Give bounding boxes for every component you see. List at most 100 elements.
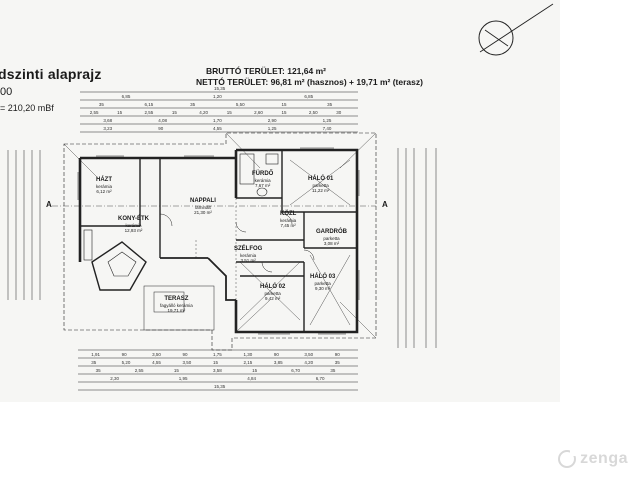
dimension-value: 1,20 [213, 94, 222, 99]
room-label-kozl: KÖZL kerámia 7,45 m² [280, 211, 296, 228]
room-name: FÜRDŐ [252, 171, 274, 177]
dimension-value: 6,15 [144, 102, 154, 107]
dimension-value: 15 [117, 110, 123, 115]
dimension-value: 15 [213, 360, 219, 365]
room-floor: parketta [264, 291, 281, 296]
dimension-value: 90 [158, 126, 164, 131]
dimension-value: 35 [190, 102, 196, 107]
dimension-value: 90 [334, 352, 340, 357]
plan-sheet [0, 0, 560, 402]
room-label-terasz: TERASZ fagyálló kerámia 19,71 m² [160, 296, 193, 313]
room-name: NAPPALI [190, 198, 216, 204]
room-label-hazt: HÁZT kerámia 6,12 m² [96, 177, 112, 194]
room-area: 7,67 m² [255, 183, 271, 188]
room-floor: kerámia [254, 178, 271, 183]
dimension-value: 6,85 [304, 94, 314, 99]
dimension-value: 6,70 [315, 376, 325, 381]
room-name: TERASZ [164, 296, 189, 302]
room-name: HÁLÓ 03 [310, 274, 336, 280]
room-label-halo-01: HÁLÓ 01 parketta 11,22 m² [308, 176, 333, 193]
dimension-value: 3,85 [273, 360, 283, 365]
room-floor: parketta [323, 236, 340, 241]
plan-reference-level: = 210,20 mBf [0, 103, 54, 113]
room-name: GARDRÓB [316, 229, 347, 235]
section-mark-left: A [46, 200, 52, 209]
dimension-value: 4,08 [158, 118, 167, 123]
dimension-value: 3,50 [182, 360, 192, 365]
zenga-watermark: zenga [558, 450, 628, 468]
dimension-value: 7,40 [322, 126, 332, 131]
room-name: HÁLÓ 02 [260, 284, 286, 290]
room-area: 3,08 m² [323, 241, 340, 246]
room-area: 9,30 m² [315, 286, 331, 291]
plan-title: dszinti alaprajz [0, 66, 102, 82]
dimension-value: 3,23 [103, 126, 113, 131]
dimension-value: 2,55 [134, 368, 144, 373]
dimension-value: 3,58 [213, 368, 222, 373]
dimension-value: 1,30 [243, 352, 253, 357]
dimension-value: 3,50 [304, 352, 314, 357]
dimension-value: 15 [173, 368, 179, 373]
room-label-gardrob: GARDRÓB parketta 3,08 m² [316, 229, 347, 246]
dimension-value: 2,15 [243, 360, 253, 365]
north-arrow-icon [478, 3, 554, 56]
dimension-value: 4,84 [247, 376, 257, 381]
dimension-value: 35 [334, 360, 340, 365]
room-label-konyha: KONY-ÉTK kerámia 12,93 m² [118, 216, 149, 233]
dimension-value: 4,20 [199, 110, 209, 115]
room-floor: laminált [195, 205, 211, 210]
dimension-value: 2,50 [308, 110, 318, 115]
dimension-value: 1,95 [178, 376, 188, 381]
dimension-value: 5,50 [235, 102, 245, 107]
room-floor: kerámia [125, 223, 142, 228]
dimension-value: 15 [226, 110, 232, 115]
room-label-halo-02: HÁLÓ 02 parketta 9,42 m² [260, 284, 285, 301]
dimension-value: 90 [182, 352, 188, 357]
dimension-value: 90 [121, 352, 127, 357]
dimension-value: 1,25 [322, 118, 332, 123]
room-name: HÁZT [96, 177, 112, 183]
dimension-value: 1,25 [267, 126, 277, 131]
room-area: 12,93 m² [124, 228, 143, 233]
room-area: 11,22 m² [311, 188, 330, 193]
room-area: 3,51 m² [240, 258, 256, 263]
net-area: NETTÓ TERÜLET: 96,81 m² (hasznos) + 19,7… [196, 77, 423, 87]
dimension-value: 6,70 [291, 368, 301, 373]
dimension-value: 15 [252, 368, 258, 373]
room-label-furdo: FÜRDŐ kerámia 7,67 m² [252, 171, 273, 188]
room-floor: parketta [312, 183, 329, 188]
dimension-value: 35 [327, 102, 333, 107]
room-floor: kerámia [280, 218, 297, 223]
room-name: KÖZL [280, 211, 297, 217]
dimension-value: 4,55 [152, 360, 161, 365]
room-floor: kerámia [240, 253, 257, 258]
gross-area: BRUTTÓ TERÜLET: 121,64 m² [206, 66, 326, 76]
dim-top-total: 15,35 [214, 86, 226, 91]
dimension-value: 2,55 [89, 110, 99, 115]
room-area: 6,12 m² [96, 189, 112, 194]
room-floor: kerámia [96, 184, 113, 189]
room-label-nappali: NAPPALI laminált 21,30 m² [190, 198, 216, 215]
plan-scale: 00 [0, 86, 13, 98]
dimension-value: 1,91 [91, 352, 100, 357]
dimension-value: 15 [171, 110, 177, 115]
room-floor: fagyálló kerámia [160, 303, 193, 308]
dimension-value: 5,20 [121, 360, 131, 365]
dimension-value: 90 [273, 352, 279, 357]
dimension-value: 35 [95, 368, 101, 373]
dimension-value: 4,55 [213, 126, 222, 131]
dimension-value: 4,20 [304, 360, 314, 365]
room-name: KONY-ÉTK [118, 216, 150, 222]
dimension-value: 2,30 [110, 376, 120, 381]
zenga-logo-icon [558, 450, 577, 468]
dimension-value: 15 [281, 110, 287, 115]
room-name: HÁLÓ 01 [308, 176, 334, 182]
dimension-value: 30 [336, 110, 342, 115]
room-floor: parketta [314, 281, 331, 286]
dimension-value: 1,75 [213, 352, 222, 357]
dim-bottom-total: 15,35 [214, 384, 226, 389]
dimension-value: 2,60 [254, 110, 263, 115]
room-area: 19,71 m² [167, 308, 186, 313]
